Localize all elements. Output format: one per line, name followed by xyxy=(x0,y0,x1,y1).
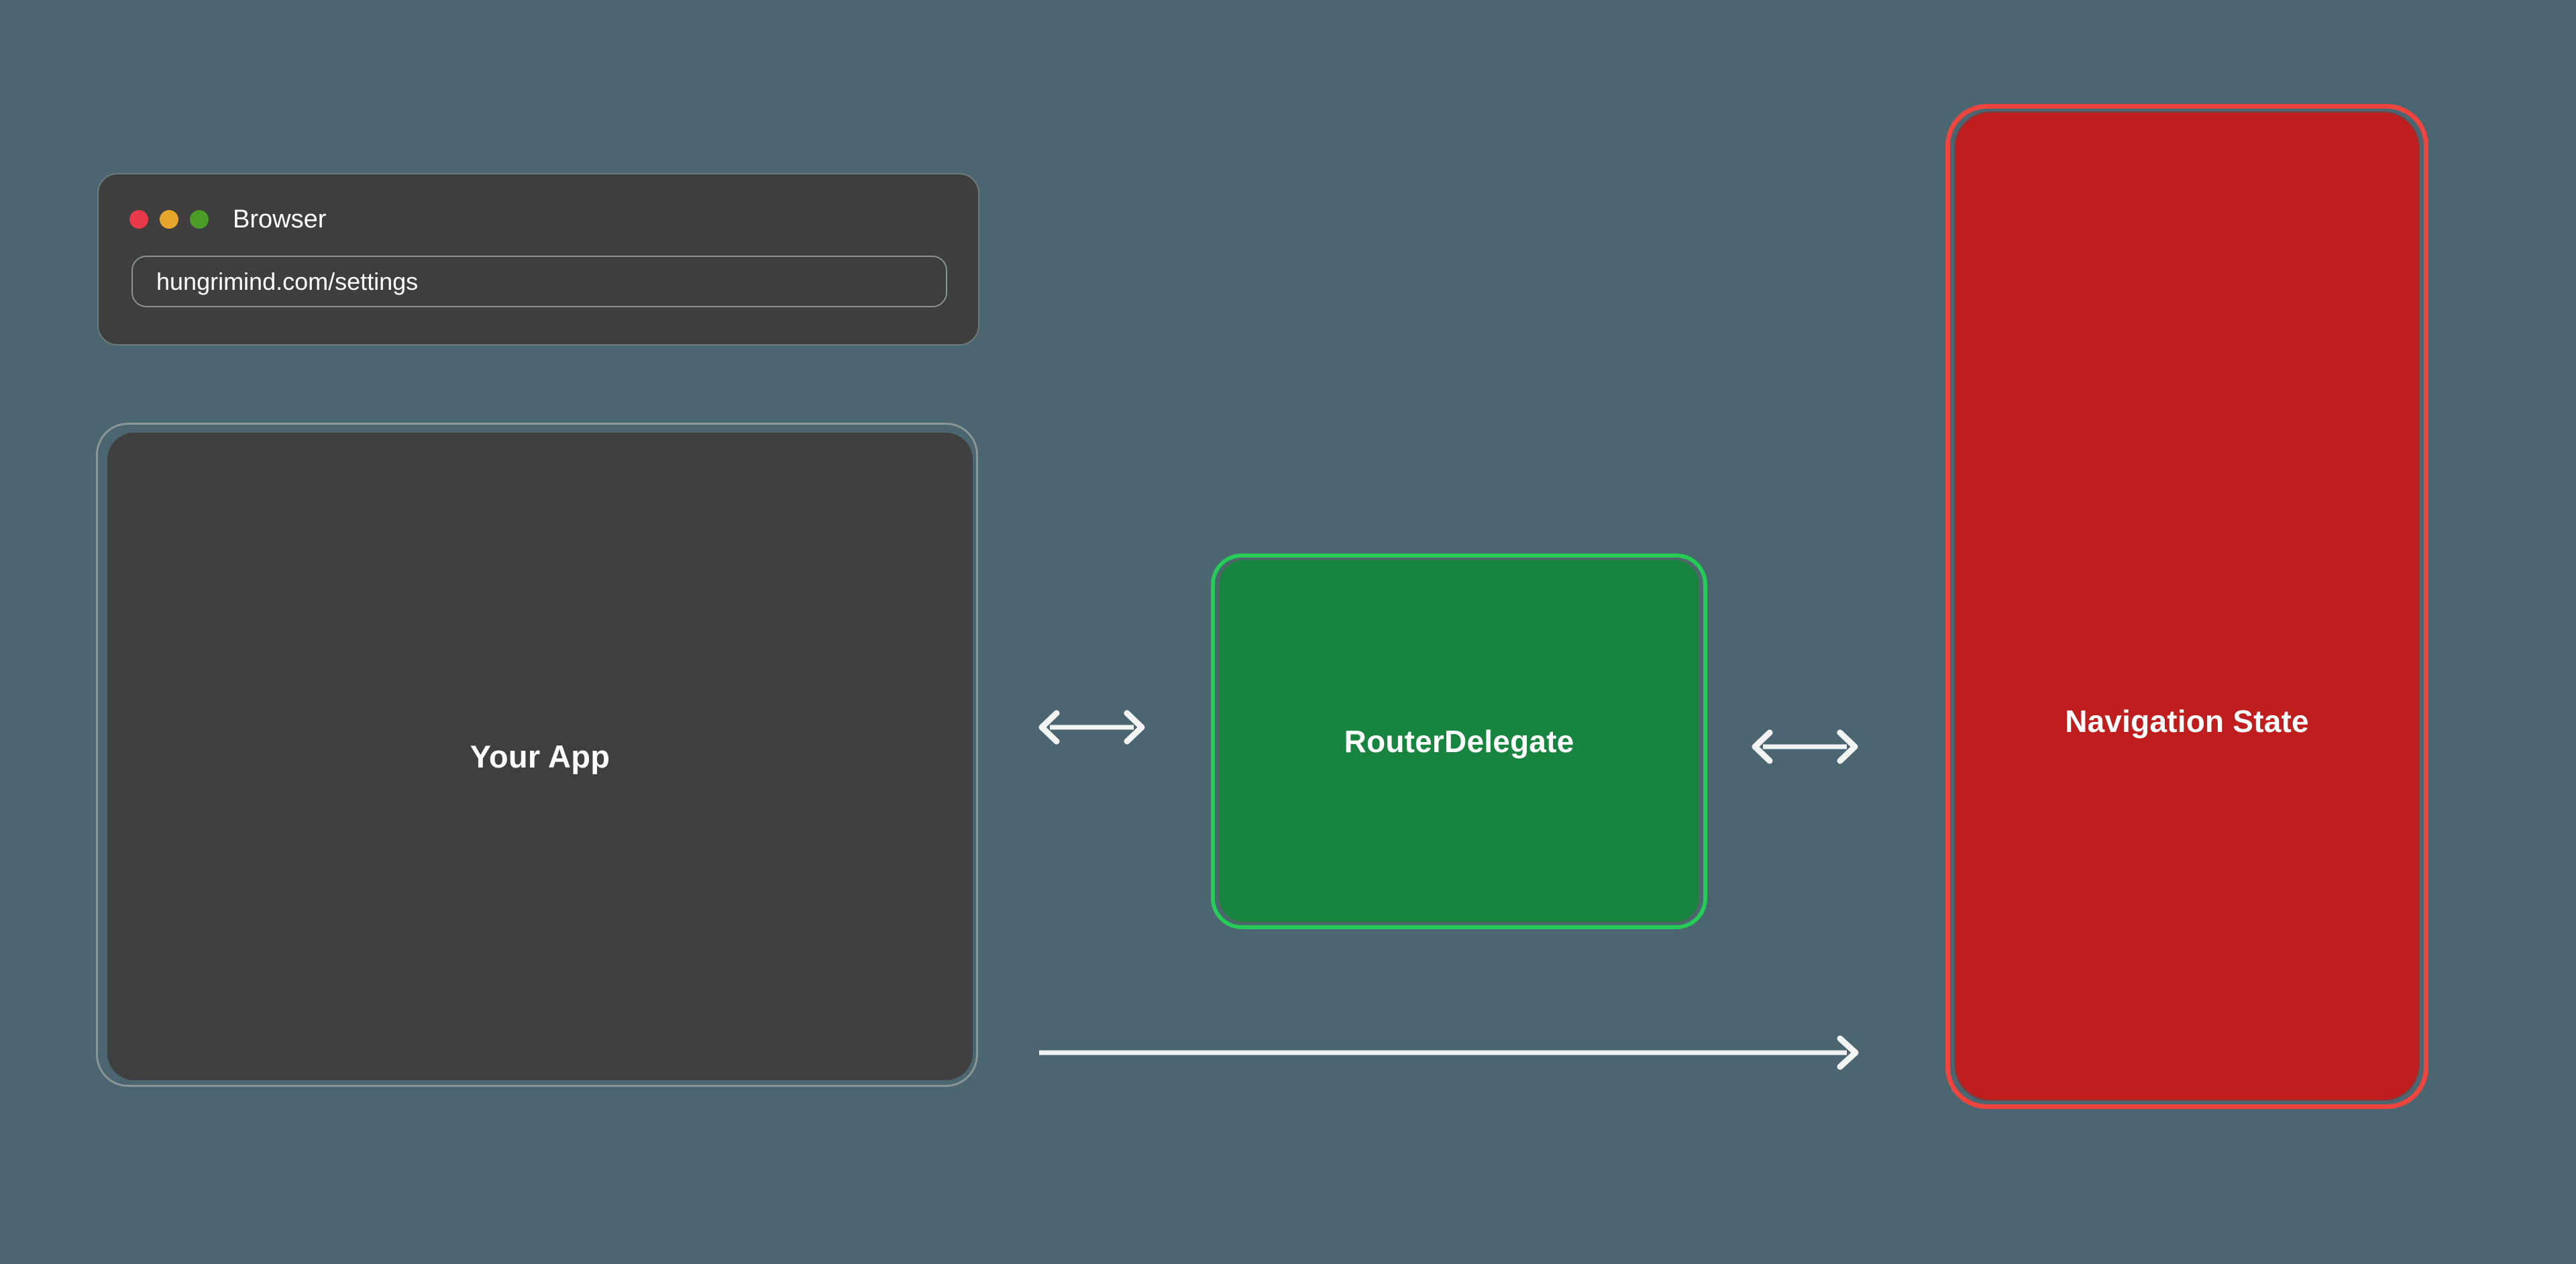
browser-title: Browser xyxy=(233,205,327,233)
window-controls xyxy=(129,210,209,229)
browser-titlebar: Browser xyxy=(129,207,326,232)
maximize-dot[interactable] xyxy=(190,210,209,229)
navigation-state-border xyxy=(1945,104,2428,1109)
router-delegate-box: RouterDelegate xyxy=(1218,559,1700,923)
close-dot[interactable] xyxy=(129,210,148,229)
your-app-panel-border xyxy=(96,423,978,1087)
url-input[interactable]: hungrimind.com/settings xyxy=(156,267,419,295)
app-router-bidirectional-arrow xyxy=(1036,706,1147,748)
navigation-state-label: Navigation State xyxy=(2065,704,2309,739)
app-navstate-arrow xyxy=(1036,1032,1862,1073)
router-delegate-border xyxy=(1211,554,1707,929)
navigation-state-panel: Navigation State xyxy=(1954,111,2420,1101)
router-delegate-label: RouterDelegate xyxy=(1344,723,1574,759)
your-app-panel: Your App xyxy=(107,433,973,1080)
url-bar[interactable]: hungrimind.com/settings xyxy=(131,256,947,307)
minimize-dot[interactable] xyxy=(160,210,178,229)
router-navstate-bidirectional-arrow xyxy=(1750,726,1860,768)
your-app-label: Your App xyxy=(470,739,610,774)
browser-window: Browser xyxy=(97,173,979,346)
